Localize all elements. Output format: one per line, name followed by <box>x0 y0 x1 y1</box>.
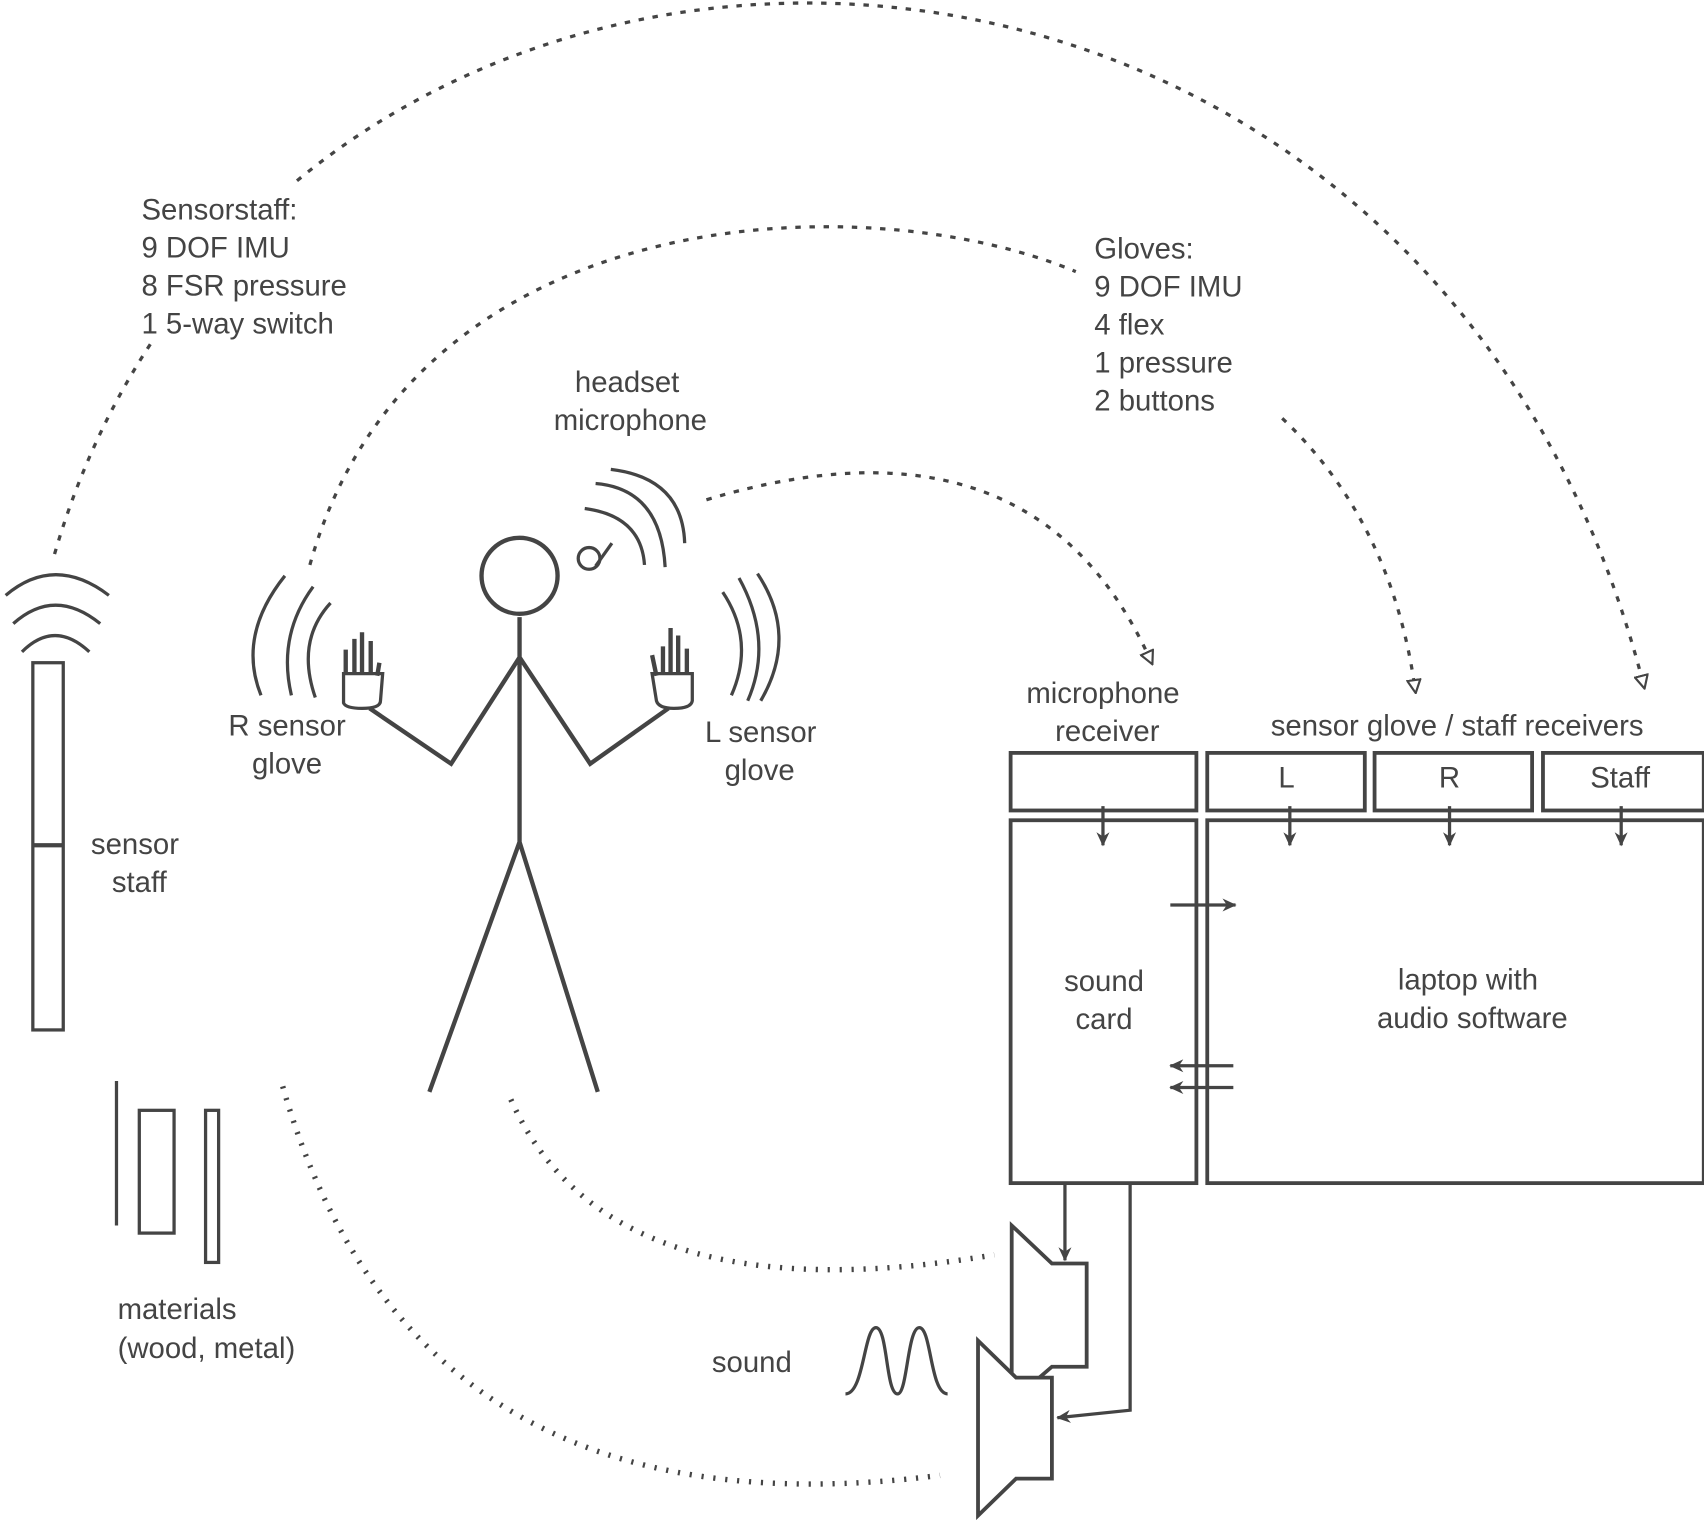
receiver-label: R <box>1439 762 1460 795</box>
performer-figure <box>251 467 781 1093</box>
mic-receiver-box <box>1008 750 1199 813</box>
spec-line: 1 5-way switch <box>141 308 333 341</box>
microphone-waves-icon <box>584 467 687 568</box>
sound-label: sound <box>712 1346 792 1379</box>
sound-wave-outer <box>280 1085 941 1487</box>
left-glove-waves-icon <box>721 572 781 702</box>
mic-receiver-label: microphone receiver <box>1026 677 1179 748</box>
label-line: (wood, metal) <box>118 1332 296 1365</box>
materials-label: materials (wood, metal) <box>118 1293 296 1365</box>
label-line: staff <box>112 866 168 899</box>
microphone-icon <box>576 542 614 571</box>
label-line: glove <box>725 754 795 787</box>
label-line: audio software <box>1377 1002 1568 1035</box>
label-line: sound <box>1064 965 1144 998</box>
spec-title: Sensorstaff: <box>141 193 297 226</box>
label-line: receiver <box>1055 715 1160 748</box>
l-glove-label: L sensor glove <box>705 716 817 787</box>
receiver-label: L <box>1278 762 1294 795</box>
spec-title: Gloves: <box>1094 233 1193 266</box>
sine-wave-icon <box>844 1325 949 1396</box>
receiver-label: Staff <box>1590 762 1651 795</box>
receiver-l: L <box>1205 750 1367 813</box>
audio-output-arrows <box>1056 1183 1132 1423</box>
receiver-r: R <box>1372 750 1535 813</box>
label-line: microphone <box>1026 677 1179 710</box>
receiver-staff: Staff <box>1541 750 1704 813</box>
staff-signal-path <box>52 1 1643 682</box>
laptop: laptop with audio software <box>1205 818 1704 1186</box>
label-line: microphone <box>554 404 707 437</box>
spec-line: 4 flex <box>1094 309 1164 342</box>
wireless-waves-icon <box>4 573 110 654</box>
spec-line: 9 DOF IMU <box>141 231 289 264</box>
connection-arrows <box>1096 806 1628 1095</box>
label-line: laptop with <box>1398 964 1538 997</box>
spec-line: 2 buttons <box>1094 385 1215 418</box>
speaker-icon <box>1009 1221 1089 1406</box>
mic-signal-path <box>705 471 1149 659</box>
glove-signal-path <box>308 225 1077 566</box>
label-line: materials <box>118 1293 237 1326</box>
label-line: sensor <box>91 828 179 861</box>
right-glove-waves-icon <box>251 574 332 699</box>
label-line: headset <box>575 366 679 399</box>
receivers-label: sensor glove / staff receivers <box>1271 710 1644 743</box>
r-glove-label: R sensor glove <box>228 710 346 781</box>
label-line: L sensor <box>705 716 817 749</box>
glove-signal-path-lower <box>1281 417 1415 686</box>
left-glove-icon <box>649 627 694 710</box>
spec-line: 1 pressure <box>1094 347 1233 380</box>
staff-label: sensor staff <box>91 828 179 899</box>
sensorstaff-spec: Sensorstaff: 9 DOF IMU 8 FSR pressure 1 … <box>136 184 370 343</box>
materials-icon <box>114 1080 221 1265</box>
sound-card: sound card <box>1008 818 1199 1186</box>
headset-label: headset microphone <box>554 366 707 437</box>
gloves-spec: Gloves: 9 DOF IMU 4 flex 1 pressure 2 bu… <box>1094 233 1242 418</box>
label-line: card <box>1076 1003 1133 1036</box>
spec-line: 9 DOF IMU <box>1094 271 1242 304</box>
right-glove-icon <box>341 632 385 710</box>
sound-wave-inner <box>508 1098 995 1273</box>
label-line: glove <box>252 748 322 781</box>
sensor-staff <box>4 573 110 1032</box>
speaker-icon <box>976 1336 1054 1521</box>
label-line: R sensor <box>228 710 346 743</box>
spec-line: 8 FSR pressure <box>141 270 346 303</box>
